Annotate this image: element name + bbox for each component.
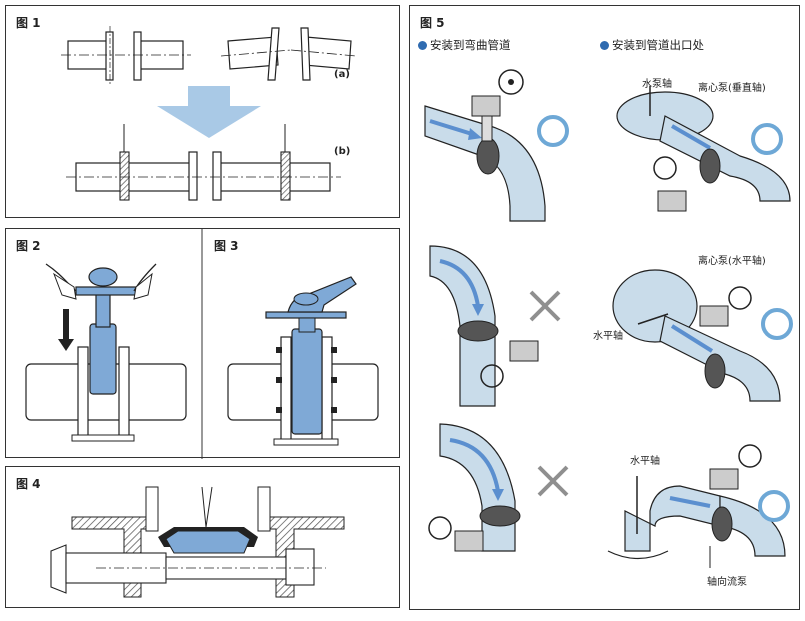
figure-2-valve-insertion: [25, 263, 187, 442]
aligned-pipe-pair: [61, 26, 191, 86]
ok-circle-icon: [751, 123, 783, 155]
column-header-bent-pipe: 安装到弯曲管道: [418, 37, 511, 53]
figure-1-panel: 图 1 (a) (b): [5, 5, 400, 218]
figure-3-title: 图 3: [214, 239, 239, 253]
scene-bent-pipe-ok: [424, 69, 546, 222]
label-horizontal-shaft-2: 水平轴: [630, 456, 660, 467]
flange-cross-section: [50, 486, 345, 598]
scene-axial-pump-ok: [607, 444, 786, 568]
down-arrow-icon: [157, 86, 261, 138]
ok-circle-icon: [758, 490, 790, 522]
figure-4-drawing: [50, 486, 345, 598]
figure-5-drawing: [424, 69, 793, 568]
figure-2-3-drawing: [25, 229, 379, 459]
label-axial-pump: 轴向流泵: [707, 577, 747, 588]
figure-1-label-a: (a): [334, 69, 350, 80]
ok-circle-icon: [537, 115, 569, 147]
column-header-bent-pipe-text: 安装到弯曲管道: [430, 38, 511, 52]
figure-4-panel: 图 4: [5, 466, 400, 608]
figure-3-installed-valve: [227, 276, 379, 446]
ng-cross-icon: [529, 290, 561, 322]
scene-bent-pipe-ng-2: [428, 423, 521, 552]
figure-2-3-panel: 图 2 图 3: [5, 228, 400, 459]
scene-bent-pipe-ng: [429, 245, 539, 407]
misaligned-pipe-pair: [220, 27, 357, 81]
figure-5-panel: 图 5 安装到弯曲管道 安装到管道出口处 水泵轴 离心泵(垂直轴) 离心泵(水平…: [409, 5, 800, 610]
figure-4-title: 图 4: [16, 477, 41, 491]
scene-outlet-vertical-ok: [616, 86, 791, 212]
column-header-pipe-outlet: 安装到管道出口处: [600, 37, 704, 53]
column-header-pipe-outlet-text: 安装到管道出口处: [612, 38, 704, 52]
label-horizontal-shaft-1: 水平轴: [593, 331, 623, 342]
bullet-icon: [418, 41, 427, 50]
figure-1-label-b: (b): [334, 146, 351, 157]
figure-2-title: 图 2: [16, 239, 41, 253]
scene-outlet-horizontal-ok: [612, 269, 781, 402]
bullet-icon: [600, 41, 609, 50]
long-pipe-assembly: [66, 124, 341, 201]
ng-cross-icon: [537, 465, 569, 497]
marks-layer: [529, 115, 793, 522]
label-centrifugal-vertical: 离心泵(垂直轴): [698, 83, 766, 94]
figure-1-drawing: [61, 26, 357, 201]
ok-circle-icon: [761, 308, 793, 340]
label-centrifugal-horizontal: 离心泵(水平轴): [698, 256, 766, 267]
figure-1-title: 图 1: [16, 16, 41, 30]
figure-5-title: 图 5: [420, 16, 445, 30]
label-pump-shaft: 水泵轴: [642, 79, 672, 90]
